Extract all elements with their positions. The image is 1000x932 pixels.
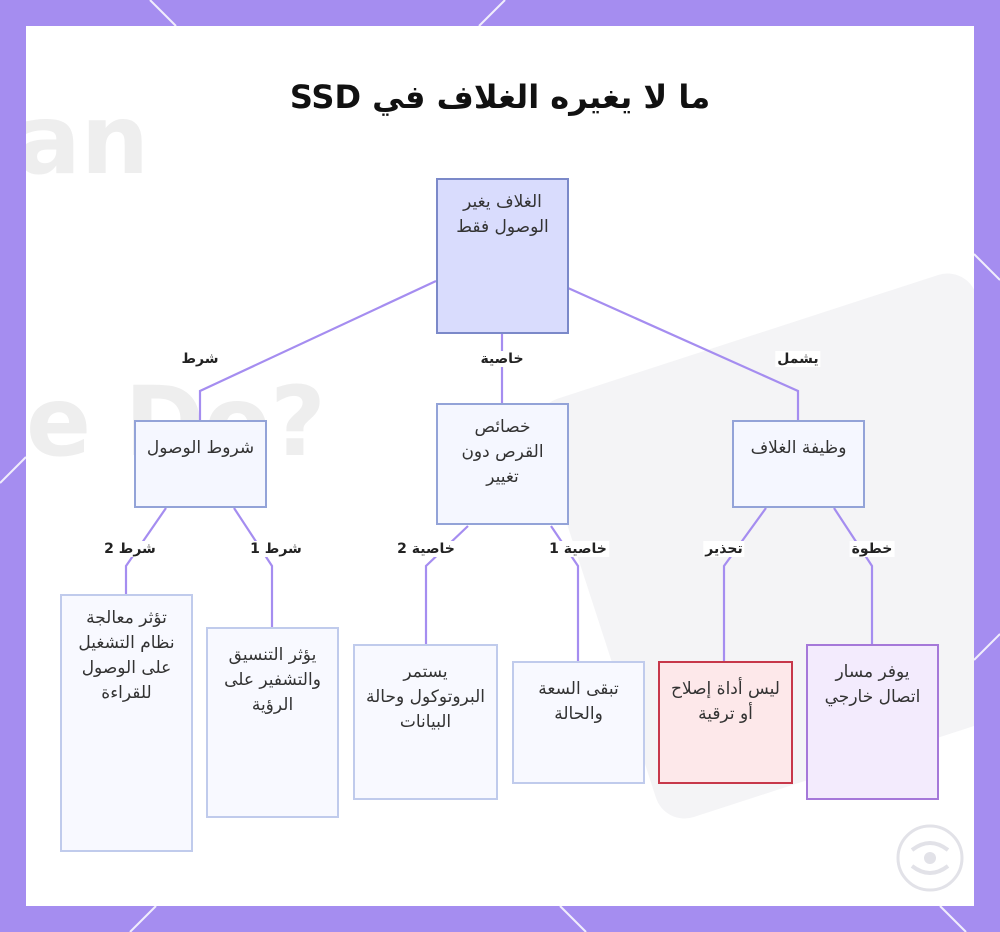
edge-label-condition-2: شرط 2 [102,541,158,557]
node-os-processing: تؤثر معالجة نظام التشغيل على الوصول للقر… [60,594,193,852]
edge-label-step: خطوة [849,541,895,557]
node-format-encryption: يؤثر التنسيق والتشفير على الرؤية [206,627,339,818]
site-logo [896,824,964,892]
edge-props-capacity [550,525,580,663]
edge-access-os [124,507,167,596]
edge-label-condition-1: شرط 1 [248,541,304,557]
diagram-title: ما لا يغيره الغلاف في SSD [289,78,711,116]
node-protocol-state: يستمر البروتوكول وحالة البيانات [353,644,498,800]
node-enclosure-function: وظيفة الغلاف [732,420,865,508]
edges [124,280,874,663]
edge-label-property-2: خاصية 2 [395,541,457,557]
edge-label-warning: تحذير [703,541,745,557]
node-capacity-state: تبقى السعة والحالة [512,661,645,784]
edge-root-access [198,280,437,422]
node-disk-properties: خصائص القرص دون تغيير [436,403,569,525]
edge-props-protocol [424,525,469,646]
diagram-canvas: an e Do? ما لا يغيره الغلاف في SSD شرط [26,26,974,906]
node-access-conditions: شروط الوصول [134,420,267,508]
edge-func-warning [722,507,767,663]
edge-func-path [833,507,874,646]
edge-access-format [233,507,274,629]
node-not-repair-tool: ليس أداة إصلاح أو ترقية [658,661,793,784]
edge-label-property: خاصية [478,351,526,367]
edge-label-condition: شرط [179,351,221,367]
node-root: الغلاف يغير الوصول فقط [436,178,569,334]
node-external-path: يوفر مسار اتصال خارجي [806,644,939,800]
edge-label-includes: يشمل [775,351,821,367]
edge-label-property-1: خاصية 1 [547,541,609,557]
edge-root-func [567,286,800,422]
